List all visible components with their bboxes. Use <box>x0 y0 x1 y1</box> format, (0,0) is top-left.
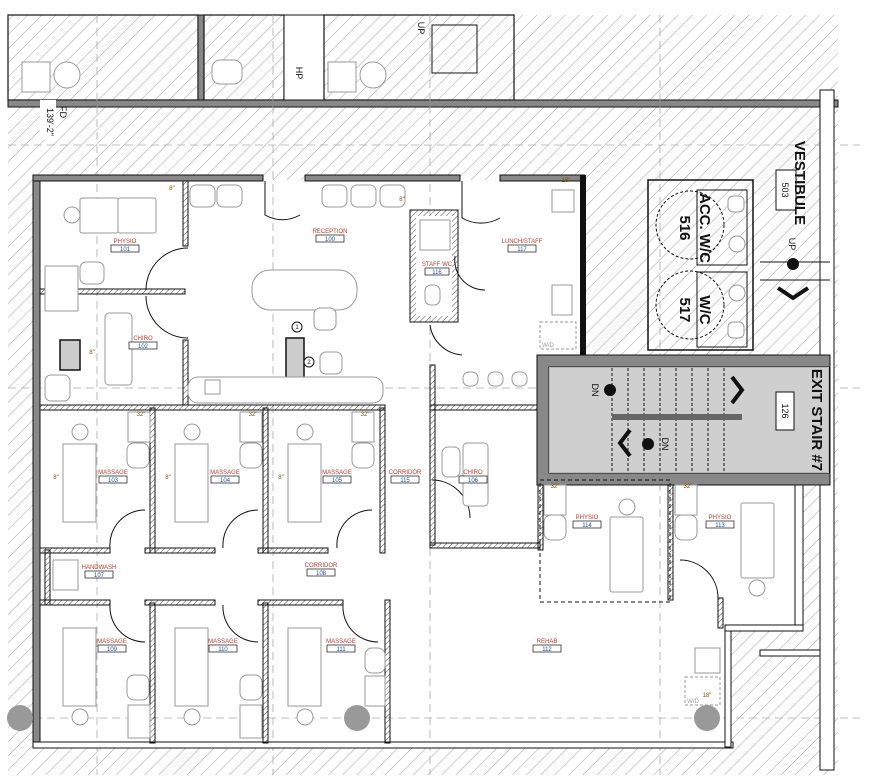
room-tag-rehab-112[interactable]: REHAB 112 <box>532 639 562 653</box>
room-number: 100 <box>325 237 336 243</box>
acc-wc-label: ACC. W/C <box>696 193 713 263</box>
room-tag-massage-105[interactable]: MASSAGE 105 <box>322 470 352 484</box>
room-tag-lunch-staff-117[interactable]: LUNCH/STAFF 117 <box>502 239 543 253</box>
stair-dn-label-1: DN <box>590 384 600 397</box>
hp-label: HP <box>294 67 304 80</box>
room-name: CHIRO <box>463 470 483 476</box>
upper-suites <box>7 14 839 108</box>
outlet-label: 8" <box>399 197 404 203</box>
vestibule-number: 503 <box>780 182 790 197</box>
room-name: CORRIDOR <box>305 563 338 569</box>
room-tag-physio-101[interactable]: PHYSIO 101 <box>110 239 140 253</box>
room-tag-massage-104[interactable]: MASSAGE 104 <box>210 470 240 484</box>
room-name: RECEPTION <box>312 229 347 235</box>
room-name: MASSAGE <box>208 639 238 645</box>
room-tag-handwash-107[interactable]: HANDWASH 107 <box>82 565 117 579</box>
room-tag-physio-113[interactable]: PHYSIO 113 <box>705 515 735 529</box>
wd-label-rehab: W/D <box>687 699 699 705</box>
outlet-label: 18" <box>562 178 571 184</box>
elevation-label: 139'-2" <box>45 108 55 136</box>
room-tag-massage-109[interactable]: MASSAGE 109 <box>97 639 127 653</box>
room-tag-chiro-106[interactable]: CHIRO 106 <box>458 470 488 484</box>
outlet-label: 8" <box>165 475 170 481</box>
room-tag-staff-wc-116[interactable]: STAFF WC 116 <box>422 262 453 276</box>
room-number: 104 <box>220 478 231 484</box>
outlet-label: 32" <box>684 484 693 490</box>
room-name: REHAB <box>537 639 558 645</box>
acc-wc-number: 516 <box>676 215 693 240</box>
doors[interactable] <box>109 181 719 643</box>
room-tag-massage-111[interactable]: MASSAGE 111 <box>326 639 356 653</box>
room-number: 114 <box>582 523 592 529</box>
room-number: 117 <box>517 247 527 253</box>
outlet-label: 32" <box>137 412 146 418</box>
room-number: 112 <box>542 647 552 653</box>
room-name: PHYSIO <box>114 239 137 245</box>
room-tag-massage-110[interactable]: MASSAGE 110 <box>208 639 238 653</box>
room-tag-corridor-115[interactable]: CORRIDOR 115 <box>389 470 422 484</box>
room-number: 110 <box>218 647 228 653</box>
outlet-label: 8" <box>53 475 58 481</box>
marker-1: 1 <box>295 325 299 331</box>
room-tag-chiro-102[interactable]: CHIRO 102 <box>128 336 158 350</box>
outlet-label: 8" <box>169 186 174 192</box>
room-number: 107 <box>94 573 105 579</box>
fd-label: FD <box>58 106 68 118</box>
room-name: STAFF WC <box>422 262 453 268</box>
top-up-label: UP <box>416 22 426 35</box>
room-tag-massage-103[interactable]: MASSAGE 103 <box>98 470 128 484</box>
vestibule-up-label: UP <box>787 238 797 251</box>
room-number: 115 <box>400 478 410 484</box>
room-number: 113 <box>715 523 725 529</box>
outlet-label: 18" <box>703 693 712 699</box>
room-name: HANDWASH <box>82 565 117 571</box>
column <box>344 705 370 731</box>
wc-label: W/C <box>696 295 713 324</box>
vestibule-label: VESTIBULE <box>791 141 808 225</box>
column <box>694 705 720 731</box>
room-number: 105 <box>332 478 343 484</box>
room-name: MASSAGE <box>322 470 352 476</box>
wc-number: 517 <box>676 297 693 322</box>
outlet-annotations: 8" 8" 8" 32" 32" 32" 8" 8" 8" 32" 32" 18… <box>53 178 711 699</box>
room-number: 116 <box>432 270 442 276</box>
outlet-label: 32" <box>551 484 560 490</box>
room-tag-physio-114[interactable]: PHYSIO 114 <box>572 515 602 529</box>
furniture <box>44 184 775 739</box>
column <box>7 705 33 731</box>
room-name: MASSAGE <box>98 470 128 476</box>
room-number: 108 <box>316 571 327 577</box>
room-name: MASSAGE <box>210 470 240 476</box>
marker-2: 2 <box>307 360 311 366</box>
fd-elevation-tag: FD 139'-2" <box>40 100 68 140</box>
room-name: PHYSIO <box>576 515 599 521</box>
outlet-label: 32" <box>361 412 370 418</box>
room-name: CORRIDOR <box>389 470 422 476</box>
exit-stair <box>536 354 831 486</box>
room-number: 101 <box>120 247 131 253</box>
washroom-block <box>647 179 754 351</box>
room-name: CHIRO <box>133 336 153 342</box>
room-number: 103 <box>108 478 119 484</box>
room-number: 109 <box>107 647 118 653</box>
room-name: LUNCH/STAFF <box>502 239 543 245</box>
room-number: 106 <box>468 478 479 484</box>
room-name: MASSAGE <box>97 639 127 645</box>
stair-dn-label-2: DN <box>660 438 670 451</box>
room-name: PHYSIO <box>709 515 732 521</box>
room-tag-corridor-108[interactable]: CORRIDOR 108 <box>305 563 338 577</box>
outlet-label: 8" <box>89 350 94 356</box>
vestibule <box>760 169 830 301</box>
room-number: 111 <box>336 647 346 653</box>
room-number: 102 <box>138 344 149 350</box>
room-tag-reception-100[interactable]: RECEPTION 100 <box>312 229 347 243</box>
wd-label-lunch: W/D <box>542 343 554 349</box>
room-name: MASSAGE <box>326 639 356 645</box>
exit-stair-number: 126 <box>780 403 790 418</box>
exit-stair-label: EXIT STAIR #7 <box>808 369 825 471</box>
outlet-label: 8" <box>278 475 283 481</box>
outlet-label: 32" <box>249 412 258 418</box>
